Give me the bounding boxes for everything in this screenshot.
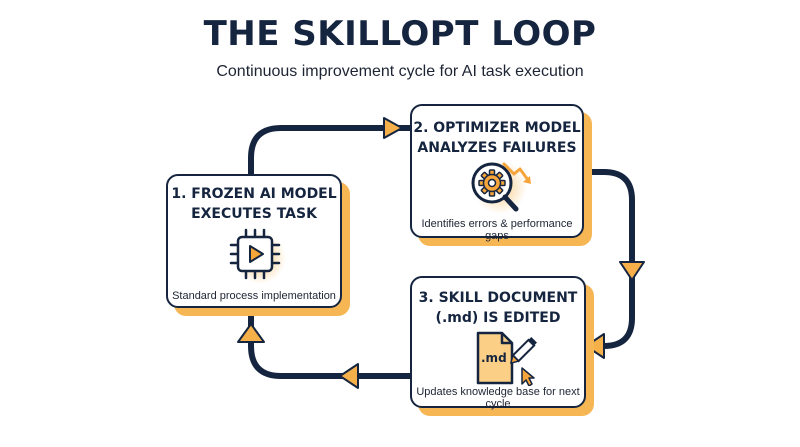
md-document-pencil-icon: .md — [476, 331, 537, 386]
step-caption: Identifies errors & performance gaps — [421, 218, 573, 242]
step-title: 1. FROZEN AI MODEL EXECUTES TASK — [171, 186, 337, 222]
connector-3-to-1 — [248, 309, 413, 379]
arrow-left-icon — [585, 333, 605, 359]
step-caption: Updates knowledge base for next cycle — [416, 386, 580, 410]
connector-2-to-3 — [581, 169, 635, 349]
step-title: 2. OPTIMIZER MODEL ANALYZES FAILURES — [413, 120, 581, 156]
arrow-left-icon — [339, 363, 359, 389]
page-title: THE SKILLOPT LOOP — [203, 14, 597, 54]
connector-1-to-2 — [248, 125, 413, 181]
step-card-1: 1. FROZEN AI MODEL EXECUTES TASK Standar… — [166, 174, 342, 308]
step-card-2: 2. OPTIMIZER MODEL ANALYZES FAILURES — [410, 104, 584, 242]
md-icon-text: .md — [481, 351, 507, 365]
arrow-up-icon — [237, 323, 265, 343]
arrow-down-icon — [619, 261, 645, 281]
step-title: 3. SKILL DOCUMENT (.md) IS EDITED — [418, 290, 578, 326]
gear-magnifier-icon — [471, 160, 531, 214]
arrow-right-icon — [383, 117, 403, 139]
chip-play-icon — [229, 228, 286, 284]
step-card-3: 3. SKILL DOCUMENT (.md) IS EDITED .md Up… — [410, 276, 586, 410]
step-caption: Standard process implementation — [172, 290, 336, 302]
page-subtitle: Continuous improvement cycle for AI task… — [216, 63, 584, 80]
